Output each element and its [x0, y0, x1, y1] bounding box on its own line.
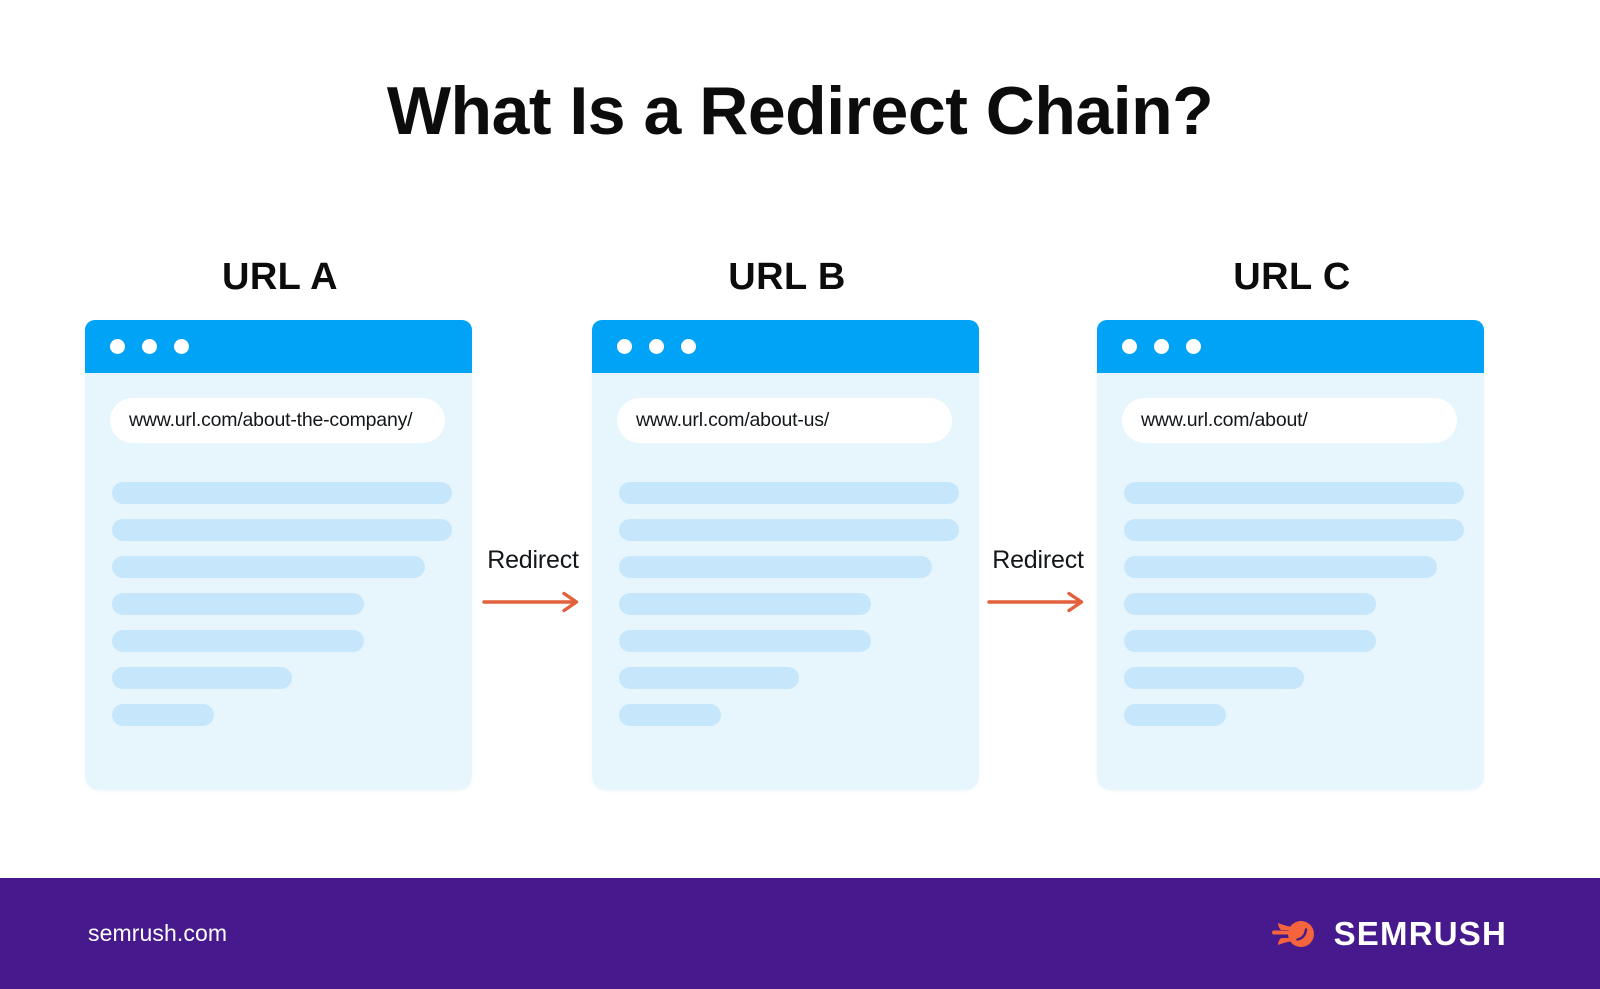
- window-dot-icon: [1154, 339, 1169, 354]
- content-line: [112, 556, 425, 578]
- window-dot-icon: [142, 339, 157, 354]
- url-card-label-c: URL C: [1233, 256, 1351, 298]
- window-dot-icon: [681, 339, 696, 354]
- content-line: [1124, 482, 1464, 504]
- content-line: [1124, 630, 1376, 652]
- browser-window-b: www.url.com/about-us/: [592, 320, 979, 790]
- content-line: [619, 593, 871, 615]
- page-content-placeholder-c: [1124, 482, 1464, 741]
- content-line: [112, 482, 452, 504]
- url-card-label-a: URL A: [222, 256, 338, 298]
- page-content-placeholder-b: [619, 482, 959, 741]
- content-line: [1124, 519, 1464, 541]
- redirect-label-2: Redirect: [992, 546, 1084, 574]
- window-dot-icon: [1122, 339, 1137, 354]
- browser-titlebar-c: [1097, 320, 1484, 373]
- footer-site-link[interactable]: semrush.com: [88, 920, 228, 946]
- content-line: [619, 519, 959, 541]
- content-line: [112, 704, 214, 726]
- browser-titlebar-a: [85, 320, 472, 373]
- content-line: [619, 556, 932, 578]
- browser-titlebar-b: [592, 320, 979, 373]
- browser-window-c: www.url.com/about/: [1097, 320, 1484, 790]
- window-dot-icon: [1186, 339, 1201, 354]
- footer-bar: semrush.com SEMRUSH: [0, 878, 1600, 989]
- address-bar-value-b: www.url.com/about-us/: [636, 409, 830, 431]
- content-line: [1124, 593, 1376, 615]
- redirect-chain-diagram: URL A www.url.com/about-the-company/: [85, 258, 1487, 790]
- window-dot-icon: [617, 339, 632, 354]
- window-dot-icon: [174, 339, 189, 354]
- arrow-right-icon: [482, 591, 579, 613]
- content-line: [619, 704, 721, 726]
- brand-wordmark: SEMRUSH: [1333, 914, 1507, 952]
- content-line: [619, 667, 800, 689]
- content-line: [1124, 704, 1226, 726]
- content-line: [1124, 667, 1305, 689]
- browser-window-a: www.url.com/about-the-company/: [85, 320, 472, 790]
- page-content-placeholder-a: [112, 482, 452, 741]
- redirect-connector-1: Redirect: [458, 546, 608, 615]
- redirect-label-1: Redirect: [487, 546, 579, 574]
- semrush-comet-icon: [1271, 920, 1314, 947]
- url-card-group-b: URL B www.url.com/about-us/: [592, 258, 982, 790]
- redirect-connector-2: Redirect: [963, 546, 1113, 615]
- address-bar-b[interactable]: www.url.com/about-us/: [617, 398, 952, 443]
- address-bar-c[interactable]: www.url.com/about/: [1122, 398, 1457, 443]
- content-line: [619, 482, 959, 504]
- address-bar-value-c: www.url.com/about/: [1141, 409, 1308, 431]
- window-dot-icon: [110, 339, 125, 354]
- content-line: [112, 593, 364, 615]
- page-title: What Is a Redirect Chain?: [386, 73, 1214, 149]
- content-line: [112, 667, 293, 689]
- url-card-group-c: URL C www.url.com/about/: [1097, 258, 1487, 790]
- window-dot-icon: [649, 339, 664, 354]
- address-bar-a[interactable]: www.url.com/about-the-company/: [110, 398, 445, 443]
- content-line: [1124, 556, 1437, 578]
- url-card-group-a: URL A www.url.com/about-the-company/: [85, 258, 475, 790]
- arrow-right-icon: [987, 591, 1084, 613]
- content-line: [112, 519, 452, 541]
- content-line: [619, 630, 871, 652]
- brand-logo: SEMRUSH: [1270, 914, 1507, 954]
- address-bar-value-a: www.url.com/about-the-company/: [129, 409, 413, 431]
- url-card-label-b: URL B: [728, 256, 846, 298]
- content-line: [112, 630, 364, 652]
